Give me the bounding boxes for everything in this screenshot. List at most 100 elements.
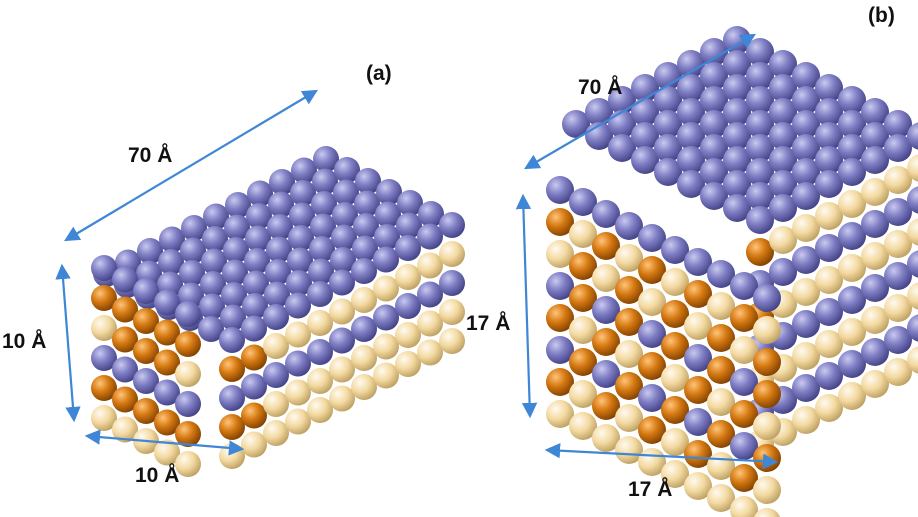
purple-atom [815, 298, 843, 326]
purple-atom [312, 168, 338, 195]
cream-atom [753, 508, 781, 517]
cream-atom [329, 298, 355, 325]
purple-atom [112, 266, 138, 293]
purple-atom [730, 368, 758, 396]
orange-atom [112, 326, 138, 353]
purple-atom [707, 260, 735, 288]
cream-atom [592, 264, 620, 292]
purple-atom [861, 210, 889, 238]
purple-atom [684, 248, 712, 276]
purple-atom [221, 282, 247, 308]
purple-atom [638, 320, 666, 348]
cream-atom [815, 330, 843, 358]
cream-atom [373, 275, 399, 302]
cream-atom [395, 351, 421, 377]
orange-atom [661, 396, 689, 424]
purple-atom [546, 336, 574, 364]
orange-atom [661, 332, 689, 360]
purple-atom [180, 237, 206, 264]
cream-atom [861, 306, 889, 334]
panel-label-a: (a) [366, 62, 392, 85]
orange-atom [707, 324, 735, 352]
orange-atom [707, 356, 735, 384]
orange-atom [569, 252, 597, 280]
atom-lattice-b [546, 26, 918, 517]
purple-atom [91, 255, 117, 281]
cream-atom [263, 420, 289, 446]
purple-atom [241, 373, 267, 400]
cream-atom [395, 264, 421, 290]
purple-atom [376, 179, 402, 205]
purple-atom [329, 269, 355, 296]
orange-atom [133, 308, 159, 334]
purple-atom [684, 408, 712, 436]
orange-atom [638, 416, 666, 444]
purple-atom [331, 224, 357, 251]
purple-atom [730, 272, 758, 300]
cream-atom [815, 266, 843, 294]
purple-atom [884, 326, 912, 354]
orange-atom [638, 256, 666, 284]
orange-atom [219, 356, 245, 382]
purple-atom [417, 281, 443, 308]
purple-atom [700, 182, 728, 210]
width-label-b: 17 Å [628, 477, 672, 501]
purple-atom [354, 190, 380, 217]
purple-atom [838, 110, 866, 138]
purple-atom [263, 362, 289, 388]
purple-atom [907, 186, 918, 214]
purple-atom [309, 236, 335, 262]
cream-atom [838, 254, 866, 282]
purple-atom [746, 206, 774, 234]
width-label-a: 10 Å [135, 463, 179, 487]
purple-atom [769, 98, 797, 126]
purple-atom [308, 258, 334, 285]
orange-atom [546, 304, 574, 332]
purple-atom [263, 304, 289, 330]
purple-atom [592, 296, 620, 324]
orange-atom [592, 328, 620, 356]
purple-atom [753, 284, 781, 312]
purple-atom [244, 248, 270, 274]
purple-atom [815, 170, 843, 198]
cream-atom [285, 379, 311, 406]
purple-atom [287, 247, 313, 274]
orange-atom [112, 386, 138, 413]
purple-atom [199, 293, 225, 320]
orange-atom [684, 376, 712, 404]
purple-atom [222, 259, 248, 286]
cream-atom [684, 312, 712, 340]
cream-atom [329, 385, 355, 412]
purple-atom [373, 246, 399, 273]
purple-atom [769, 50, 797, 78]
cream-atom [638, 288, 666, 316]
purple-atom [154, 379, 180, 406]
orange-atom [730, 464, 758, 492]
purple-atom [838, 222, 866, 250]
cream-atom [546, 400, 574, 428]
purple-atom [220, 304, 246, 331]
cream-atom [373, 362, 399, 389]
purple-atom [792, 374, 820, 402]
cream-atom [884, 230, 912, 258]
purple-atom [792, 86, 820, 114]
purple-atom [396, 212, 422, 239]
purple-atom [137, 238, 163, 264]
purple-atom [907, 314, 918, 342]
cream-atom [615, 340, 643, 368]
purple-atom [792, 134, 820, 162]
cream-atom [861, 242, 889, 270]
length-label-b: 70 Å [578, 75, 622, 99]
cream-atom [907, 218, 918, 246]
orange-atom [91, 375, 117, 401]
orange-atom [615, 308, 643, 336]
purple-atom [769, 194, 797, 222]
purple-atom [223, 237, 249, 263]
cream-atom [907, 346, 918, 374]
purple-atom [815, 74, 843, 102]
width-arrow-a [84, 429, 245, 456]
purple-atom [546, 272, 574, 300]
purple-atom [769, 170, 797, 198]
orange-atom [753, 348, 781, 376]
